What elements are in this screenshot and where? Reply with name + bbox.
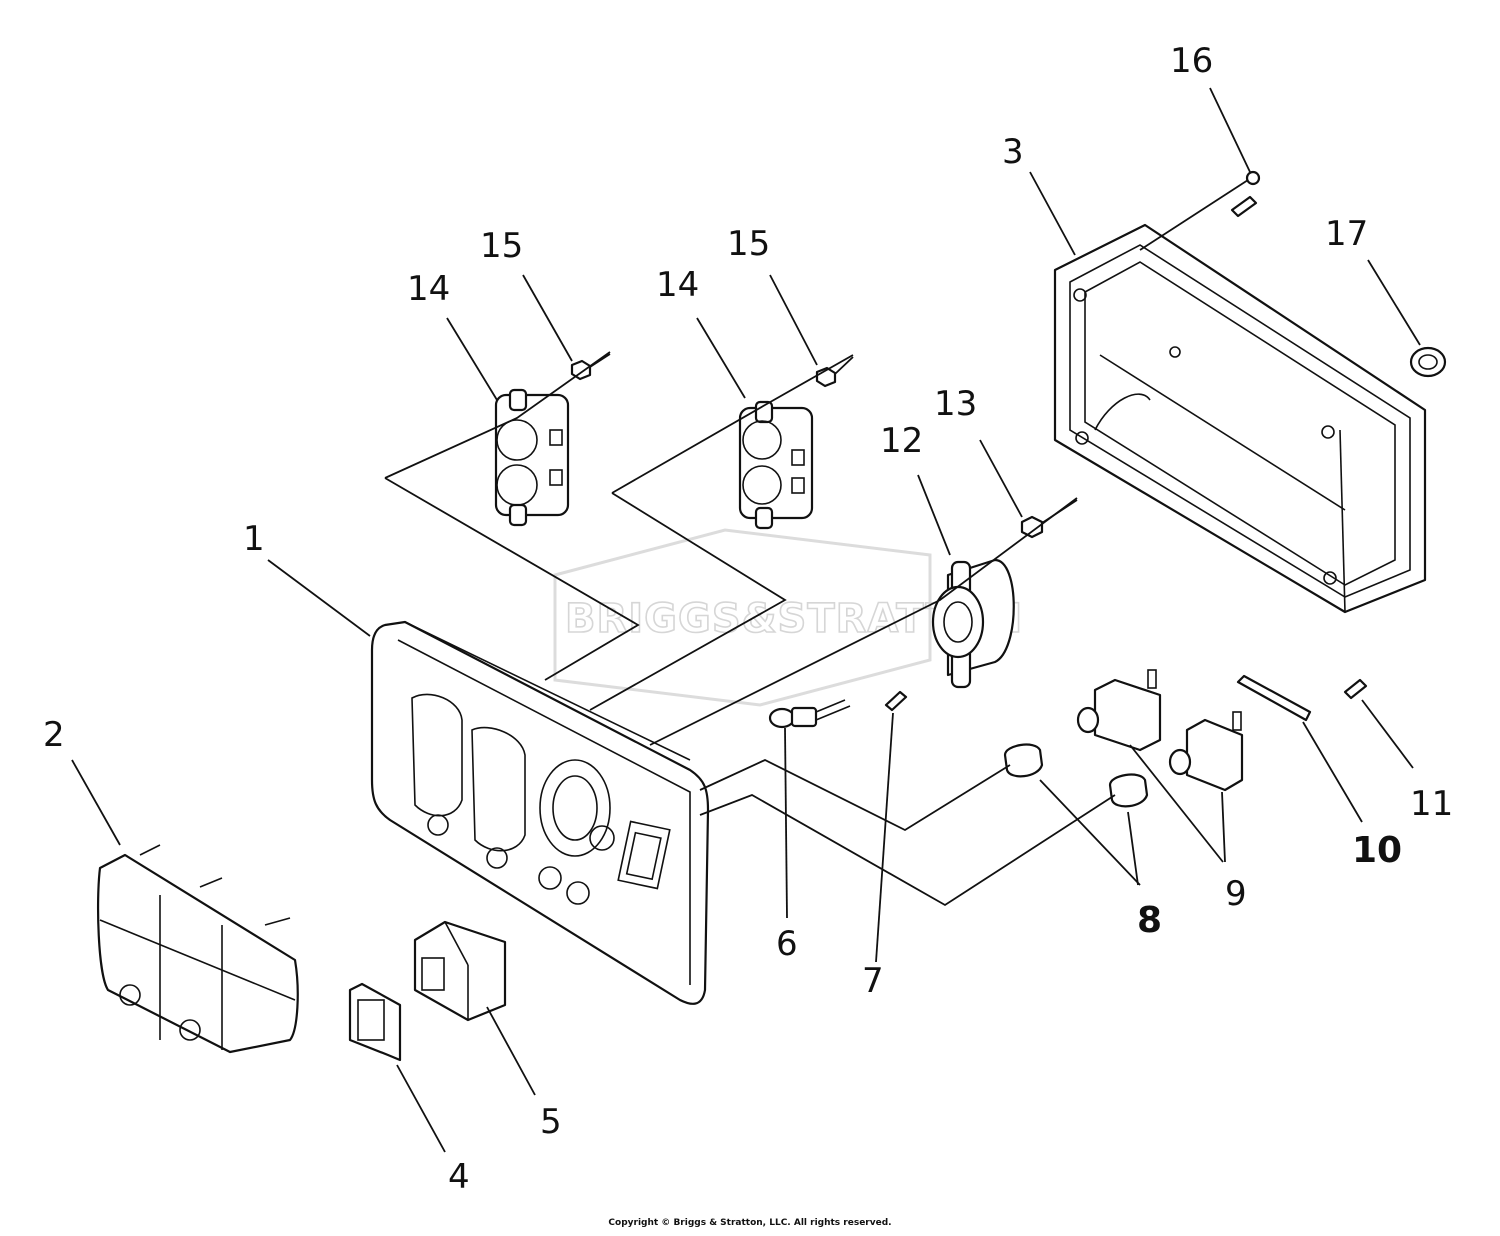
part-16-screw — [1139, 170, 1261, 251]
callout-14-left: 14 — [407, 269, 450, 309]
callout-7: 7 — [862, 961, 884, 1001]
copyright-notice: Copyright © Briggs & Stratton, LLC. All … — [608, 1218, 892, 1228]
callout-16: 16 — [1170, 41, 1213, 81]
part-11-screw — [1343, 678, 1368, 700]
part-10-bus-bar — [1236, 674, 1312, 722]
callout-10: 10 — [1352, 830, 1402, 871]
callout-3: 3 — [1002, 132, 1024, 172]
callout-15-right: 15 — [727, 224, 770, 264]
part-6-indicator — [768, 699, 851, 729]
part-5-switch — [413, 920, 507, 1022]
callout-5: 5 — [540, 1102, 562, 1142]
part-2-outlet-cover — [96, 844, 299, 1054]
callout-17: 17 — [1325, 214, 1368, 254]
part-12-twistlock-receptacle — [931, 558, 1015, 689]
callout-1: 1 — [243, 519, 265, 559]
part-1-control-panel — [370, 620, 710, 1005]
part-17-grommet — [1409, 346, 1447, 378]
part-9-breaker-lower — [1168, 711, 1244, 792]
part-3-housing — [1053, 223, 1427, 614]
callout-14-right: 14 — [656, 265, 699, 305]
callout-6: 6 — [776, 924, 798, 964]
part-7-screw — [884, 690, 908, 712]
callout-12: 12 — [880, 421, 923, 461]
part-14-receptacle-left — [494, 388, 570, 527]
callout-4: 4 — [448, 1157, 470, 1197]
part-9-breaker-upper — [1076, 669, 1162, 752]
part-8-boot-upper — [1003, 743, 1044, 778]
part-14-receptacle-right — [738, 400, 814, 530]
callout-15-left: 15 — [480, 226, 523, 266]
callout-11: 11 — [1410, 784, 1453, 824]
callout-9: 9 — [1225, 874, 1247, 914]
callout-13: 13 — [934, 384, 977, 424]
part-15-nut-left — [570, 353, 611, 381]
callout-numbers: 1 2 3 4 5 6 7 8 9 10 11 12 13 14 14 15 1… — [43, 41, 1453, 1197]
callout-2: 2 — [43, 715, 65, 755]
part-4-rocker-switch — [348, 982, 402, 1062]
part-8-boot-lower — [1108, 773, 1149, 808]
callout-8: 8 — [1137, 900, 1162, 941]
leader-lines — [71, 87, 1421, 1153]
